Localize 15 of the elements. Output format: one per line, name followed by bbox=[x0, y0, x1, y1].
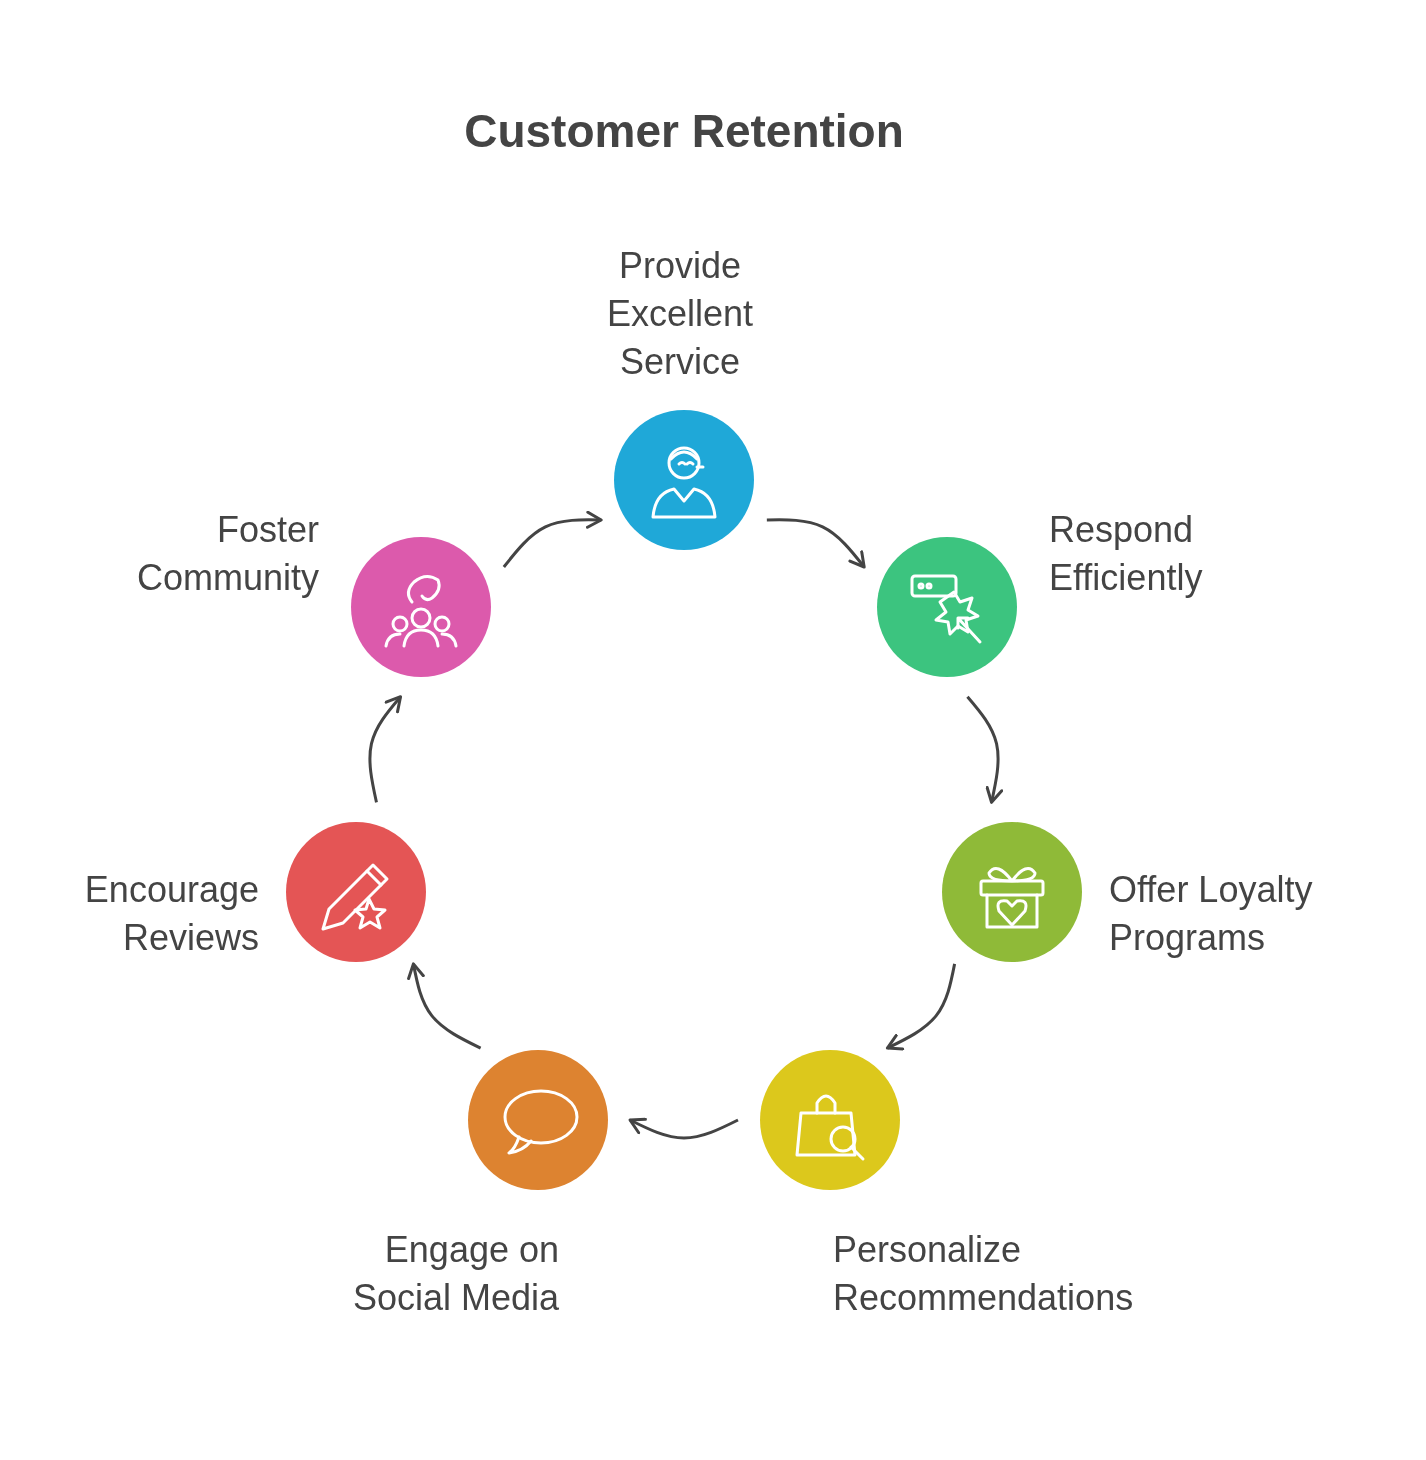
diagram-title: Customer Retention bbox=[463, 104, 905, 158]
step-label: Offer Loyalty Programs bbox=[1109, 868, 1314, 960]
arrow bbox=[628, 1117, 739, 1140]
arrow bbox=[885, 963, 957, 1051]
arrow bbox=[368, 695, 403, 803]
arrow bbox=[766, 518, 866, 569]
step-label: Personalize Recommendations bbox=[833, 1228, 1135, 1320]
step-label: Engage on Social Media bbox=[351, 1228, 559, 1320]
arrow bbox=[407, 962, 482, 1050]
arrow bbox=[502, 510, 603, 568]
step-label: Provide Excellent Service bbox=[605, 244, 755, 384]
step-label: Foster Community bbox=[135, 508, 319, 600]
step-label: Encourage Reviews bbox=[83, 868, 259, 960]
arrow bbox=[966, 695, 1004, 804]
step-label: Respond Efficiently bbox=[1049, 508, 1204, 600]
